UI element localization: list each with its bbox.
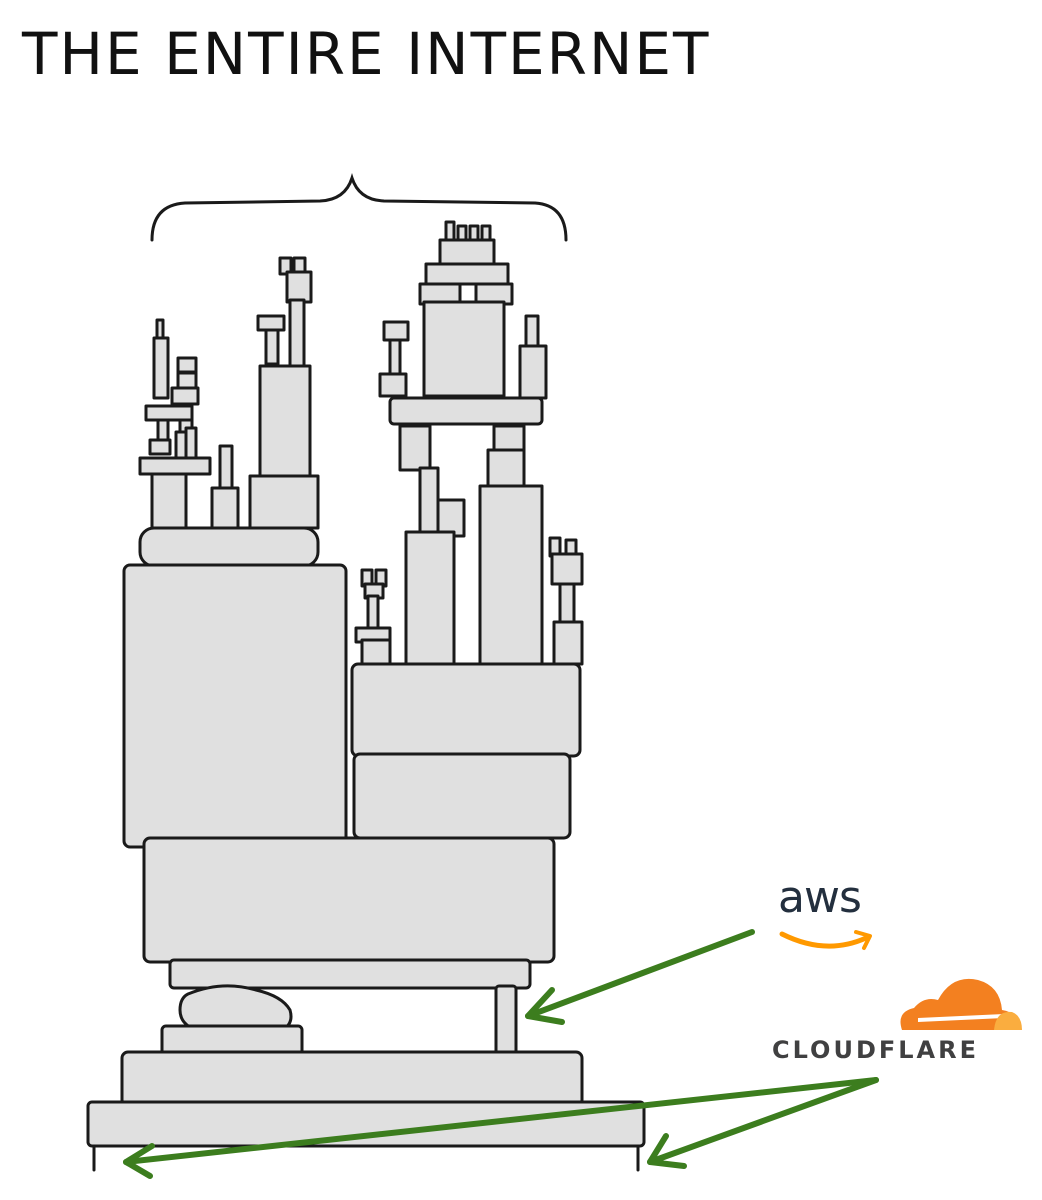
aws-arrow [525, 929, 755, 1025]
aws-logo-smile-icon [779, 930, 872, 950]
page-title: THE ENTIRE INTERNET [22, 20, 711, 88]
right-tower-spires [354, 220, 584, 666]
cloudflare-cloud-icon [900, 978, 1022, 1030]
thin-pillar [494, 984, 518, 1056]
base-slab [86, 1100, 646, 1148]
cloudflare-arrows [123, 1077, 879, 1179]
lower-slab [120, 1050, 584, 1108]
right-upper-block [350, 662, 582, 758]
aws-logo-text: aws [778, 872, 862, 923]
wide-middle-block [142, 836, 556, 964]
left-big-block [122, 563, 348, 849]
left-disk [138, 526, 320, 568]
curly-brace [150, 173, 568, 242]
thin-slab [168, 958, 532, 990]
cloudflare-logo-text: CLOUDFLARE [772, 1036, 979, 1064]
right-lower-block [352, 752, 572, 840]
left-tower-spires [138, 256, 320, 530]
